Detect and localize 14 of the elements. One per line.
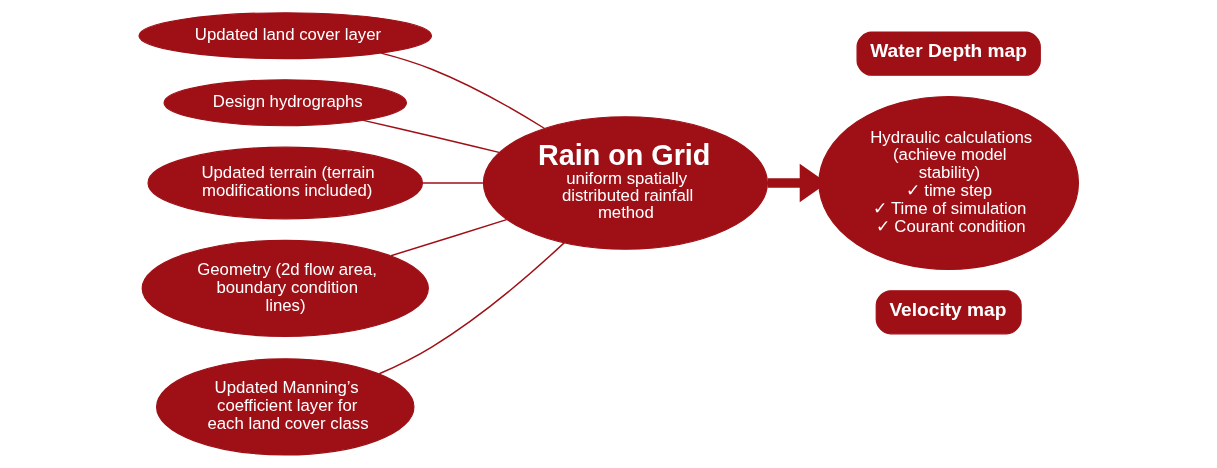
- node-ellipse: Updated terrain (terrain modifications included): [147, 146, 424, 220]
- node-ellipse: Updated Manning’s coefficient layer for each land cover class: [156, 358, 415, 456]
- node-box: Water Depth map: [856, 31, 1041, 76]
- node-ellipse: Geometry (2d flow area, boundary condition lines): [141, 239, 429, 337]
- connector: [362, 119, 500, 154]
- node-ellipse: Design hydrographs: [163, 79, 408, 127]
- connector: [422, 182, 484, 184]
- node-ellipse: Rain on Grid uniform spatially distributed rainfall method: [482, 116, 768, 250]
- node-box: Velocity map: [875, 290, 1022, 335]
- node-ellipse: Hydraulic calculations (achieve model stability) ✓ time step ✓ Time of simulation ✓ Courant condition: [818, 95, 1080, 271]
- node-ellipse: Updated land cover layer: [138, 12, 433, 60]
- connector: [378, 241, 566, 375]
- connector: [380, 52, 546, 130]
- connector: [390, 218, 508, 257]
